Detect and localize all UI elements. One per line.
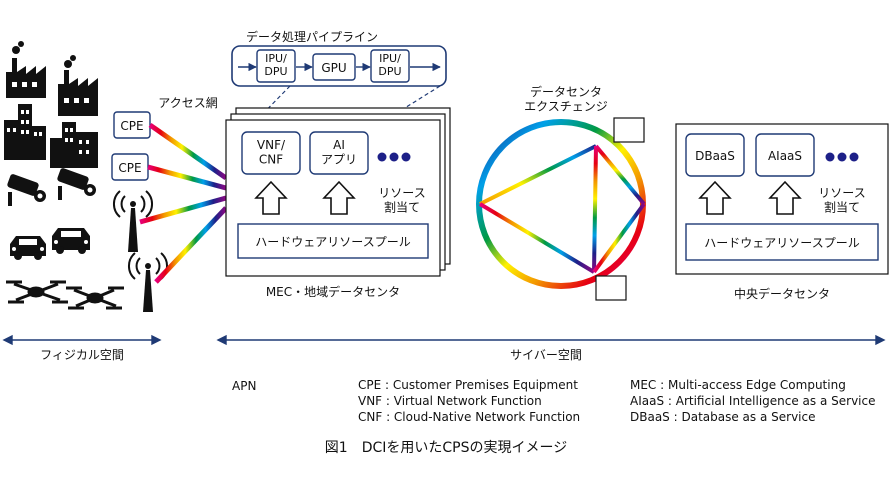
central-hardware-pool-label: ハードウェアリソースプール bbox=[704, 236, 859, 250]
ellipsis-icon bbox=[825, 152, 859, 162]
central-hardware-pool bbox=[685, 223, 879, 261]
pipeline-stage-ipu-2 bbox=[370, 49, 410, 83]
cpe-label-1: CPE bbox=[120, 119, 143, 133]
antenna-icon bbox=[128, 252, 168, 312]
apn-access-links bbox=[139, 122, 228, 284]
legend-left-1: CPE : Customer Premises Equipment bbox=[358, 378, 578, 392]
factory-icon bbox=[6, 41, 46, 98]
text-line: AI bbox=[333, 138, 345, 152]
cyber-space-arrow bbox=[216, 334, 886, 346]
text-line: DPU bbox=[264, 65, 287, 78]
exchange-node-bottom bbox=[595, 275, 627, 301]
cpe-label-2: CPE bbox=[118, 161, 141, 175]
drone-icon bbox=[66, 286, 124, 310]
mec-hardware-pool-label: ハードウェアリソースプール bbox=[255, 235, 410, 249]
pipeline-stage-label-3: IPU/DPU bbox=[378, 52, 401, 78]
ellipsis-icon bbox=[377, 152, 411, 162]
text-line: CNF bbox=[259, 152, 283, 166]
car-icon bbox=[52, 228, 90, 254]
text-line: アプリ bbox=[321, 152, 357, 166]
central-caption: 中央データセンタ bbox=[734, 286, 830, 301]
exchange-ring bbox=[476, 119, 646, 289]
camera-icon bbox=[57, 168, 96, 200]
legend-right-3: DBaaS : Database as a Service bbox=[630, 410, 815, 424]
mec-hardware-pool bbox=[237, 223, 429, 259]
physical-space-arrow bbox=[2, 334, 162, 346]
factory-icon bbox=[58, 55, 98, 116]
exchange-node-top bbox=[613, 117, 645, 143]
legend-right-1: MEC : Multi-access Edge Computing bbox=[630, 378, 846, 392]
vnf-cnf-label: VNF/CNF bbox=[257, 138, 286, 166]
dbaas-label: DBaaS bbox=[695, 149, 735, 163]
text-line: リソース bbox=[818, 186, 865, 200]
drone-icon bbox=[6, 280, 68, 304]
pipeline-stage-label-1: IPU/DPU bbox=[264, 52, 287, 78]
pipeline-stage-ipu-1 bbox=[256, 49, 296, 83]
apn-legend-label: APN bbox=[232, 379, 256, 393]
dbaas-box bbox=[685, 133, 745, 177]
up-arrow-icon bbox=[698, 180, 802, 215]
text-line: IPU/ bbox=[379, 52, 401, 65]
legend-right-2: AIaaS : Artificial Intelligence as a Ser… bbox=[630, 394, 876, 408]
camera-icon bbox=[7, 174, 46, 206]
antenna-icon bbox=[113, 190, 153, 252]
mec-resource-label: リソース割当て bbox=[378, 186, 425, 214]
building-icon bbox=[4, 104, 46, 160]
pipeline-stage-label-2: GPU bbox=[321, 61, 346, 75]
access-network-label: アクセス網 bbox=[158, 96, 217, 110]
text-line: VNF/ bbox=[257, 138, 286, 152]
text-line: IPU/ bbox=[265, 52, 287, 65]
text-line: DPU bbox=[378, 65, 401, 78]
up-arrow-icon bbox=[254, 180, 356, 215]
vnf-cnf-box bbox=[241, 131, 301, 175]
ai-app-box bbox=[309, 131, 369, 175]
physical-space-label: フィジカル空間 bbox=[40, 348, 124, 362]
exchange-label: データセンタエクスチェンジ bbox=[524, 84, 608, 113]
text-line: エクスチェンジ bbox=[524, 99, 608, 113]
cyber-space-label: サイバー空間 bbox=[510, 348, 582, 362]
text-line: 割当て bbox=[824, 199, 860, 214]
text-line: リソース bbox=[378, 186, 425, 200]
aiaas-box bbox=[755, 133, 815, 177]
aiaas-label: AIaaS bbox=[768, 149, 802, 163]
pipeline-title: データ処理パイプライン bbox=[246, 29, 378, 44]
central-resource-label: リソース割当て bbox=[818, 186, 865, 214]
building-icon bbox=[50, 122, 98, 168]
mec-caption: MEC・地域データセンタ bbox=[266, 284, 400, 299]
figure-caption: 図1 DCIを用いたCPSの実現イメージ bbox=[325, 440, 567, 456]
legend-left-2: VNF : Virtual Network Function bbox=[358, 394, 542, 408]
text-line: データセンタ bbox=[530, 84, 602, 99]
car-icon bbox=[10, 236, 46, 260]
exchange-spokes bbox=[478, 144, 646, 274]
text-line: 割当て bbox=[384, 199, 420, 214]
legend-left-3: CNF : Cloud-Native Network Function bbox=[358, 410, 580, 424]
pipeline-stage-gpu bbox=[312, 53, 356, 81]
